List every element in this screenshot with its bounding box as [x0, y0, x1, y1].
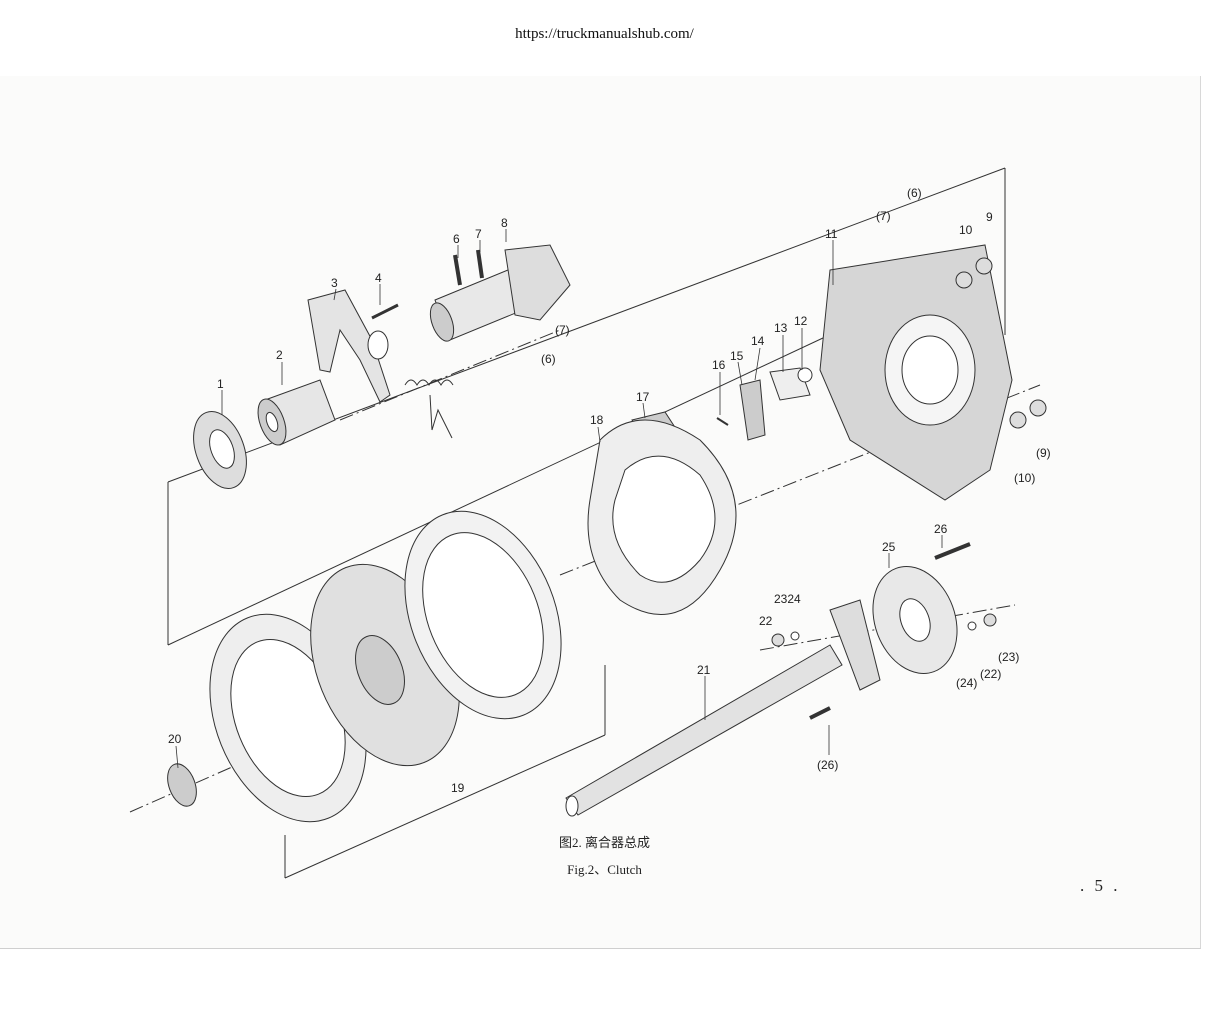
- axis-line: [339, 329, 561, 421]
- callout-13: 13: [774, 321, 788, 335]
- callout-12: 12: [794, 314, 808, 328]
- part-4-pin: [371, 303, 399, 320]
- part-10-nut: [1009, 411, 1027, 429]
- part-1-seal: [193, 411, 247, 489]
- callout-14: 14: [751, 334, 765, 348]
- callout-2324: 2324: [774, 592, 801, 606]
- callout-1: 1: [217, 377, 224, 391]
- callout-7b: (7): [555, 323, 570, 337]
- callout-10: 10: [959, 223, 973, 237]
- frame-line: [284, 734, 606, 879]
- callout-8: 8: [501, 216, 508, 230]
- callout-22: 22: [759, 614, 773, 628]
- callout-7: 7: [475, 227, 482, 241]
- part-20-bearing: [167, 763, 197, 807]
- part-22-nut: [771, 633, 785, 647]
- axis-line: [559, 384, 1041, 576]
- callout-4: 4: [375, 271, 382, 285]
- part-6-bolt: [453, 254, 462, 286]
- callout-6b: (6): [541, 352, 556, 366]
- callout-6c: (6): [907, 186, 922, 200]
- callout-19: 19: [451, 781, 465, 795]
- part-21-shaft: [565, 644, 843, 817]
- callout-15: 15: [730, 349, 744, 363]
- part-19-clutch-disc: [209, 510, 562, 823]
- callout-7c: (7): [876, 209, 891, 223]
- part-24-washer: [790, 631, 800, 641]
- part-25-flange: [829, 566, 958, 691]
- part-26-bolt: [809, 706, 831, 720]
- figure-caption-chinese: 图2. 离合器总成: [558, 835, 650, 850]
- callout-18: 18: [590, 413, 604, 427]
- callout-24b: (24): [956, 676, 977, 690]
- callout-17: 17: [636, 390, 650, 404]
- callout-26b: (26): [817, 758, 838, 772]
- part-2-release-bearing: [257, 379, 336, 446]
- part-spring: [404, 379, 454, 439]
- part-22-nut: [983, 613, 997, 627]
- callout-10b: (10): [1014, 471, 1035, 485]
- part-11-clutch-cover: [819, 244, 1013, 501]
- callout-26: 26: [934, 522, 948, 536]
- part-3-release-fork: [307, 289, 391, 403]
- part-8-sleeve: [429, 244, 571, 342]
- callout-20: 20: [168, 732, 182, 746]
- frame-line: [167, 329, 841, 646]
- callout-6: 6: [453, 232, 460, 246]
- source-url[interactable]: https://truckmanualshub.com/: [515, 26, 694, 42]
- part-9-nut: [975, 257, 993, 275]
- callout-2: 2: [276, 348, 283, 362]
- figure-caption-english: Fig.2、Clutch: [567, 862, 642, 877]
- callout-9b: (9): [1036, 446, 1051, 460]
- part-18-pressure-plate: [587, 419, 737, 615]
- part-12-16-small-parts: [716, 367, 813, 441]
- part-26-bolt: [934, 542, 971, 560]
- callout-21: 21: [697, 663, 711, 677]
- part-9-nut: [1029, 399, 1047, 417]
- part-24-washer: [967, 621, 977, 631]
- page-number: . 5 .: [1080, 876, 1121, 895]
- part-10-nut: [955, 271, 973, 289]
- callout-22b: (22): [980, 667, 1001, 681]
- callout-11: 11: [825, 227, 838, 241]
- callout-16: 16: [712, 358, 726, 372]
- callout-3: 3: [331, 276, 338, 290]
- callout-25: 25: [882, 540, 896, 554]
- callout-23b: (23): [998, 650, 1019, 664]
- part-7-bolt: [476, 249, 484, 279]
- callout-9: 9: [986, 210, 993, 224]
- callout-labels: 1 2 3 4 6 7 8 (7) (6) (6) (7) 9 10 11 12…: [168, 186, 1051, 795]
